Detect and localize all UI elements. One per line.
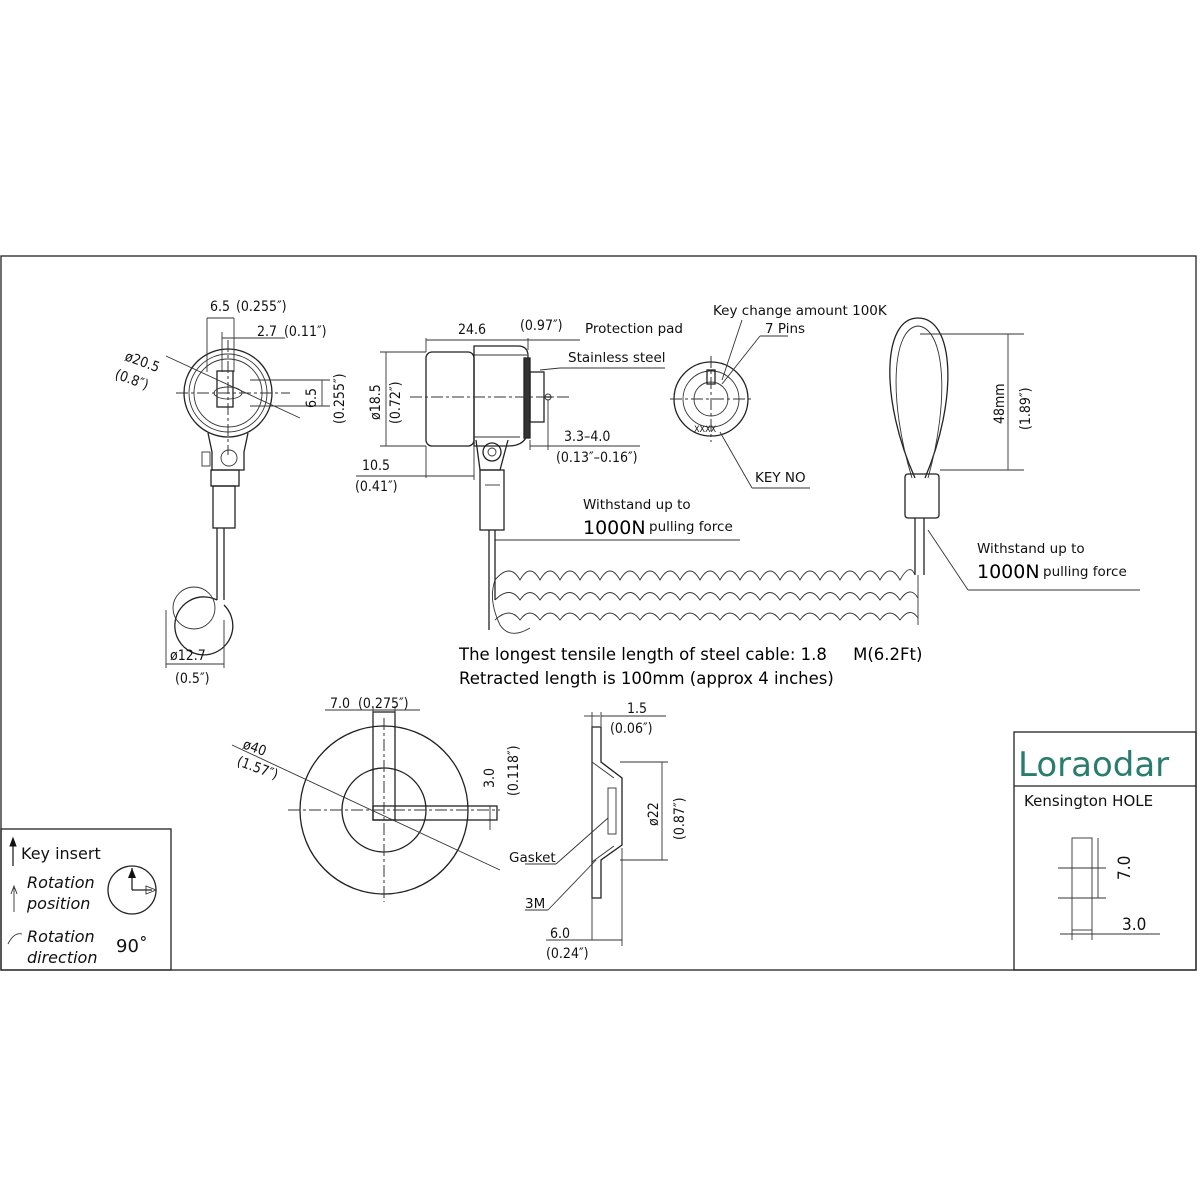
side-length-dim: 24.6 — [458, 322, 486, 338]
top-height-dim-in: (0.255″) — [332, 373, 348, 424]
cable-loop-view: 48mm (1.89″) Withstand up to 1000N pulli… — [889, 317, 1140, 591]
title-block: Loraodar Kensington HOLE 7.0 3.0 — [1013, 731, 1197, 971]
key-xs: XXXX — [694, 425, 717, 435]
plate-dia-dim-in: (1.57″) — [235, 754, 280, 784]
title-subtitle: Kensington HOLE — [1024, 792, 1153, 810]
plate-side-view: 1.5 (0.06″) ø22 (0.87″) Gasket 3M 6.0 (0… — [509, 701, 688, 962]
plate-gap-dim-in: (0.118″) — [506, 745, 522, 796]
side-dia-dim: ø18.5 — [368, 384, 384, 420]
plate-depth-dim-in: (0.24″) — [546, 946, 589, 962]
side-offset-dim: 10.5 — [362, 458, 390, 474]
side-pin-dim: 3.3–4.0 — [564, 429, 610, 445]
key-face-view: Key change amount 100K 7 Pins XXXX KEY N… — [670, 303, 888, 489]
side-dia-dim-in: (0.72″) — [388, 381, 404, 424]
legend-angle: 90˚ — [116, 936, 148, 957]
side-pin-dim-in: (0.13″–0.16″) — [556, 450, 638, 466]
key-change-label: Key change amount 100K — [713, 303, 888, 319]
legend-rotation-direction-1: Rotation — [27, 927, 95, 946]
stainless-steel-label: Stainless steel — [568, 350, 666, 366]
tape-label: 3M — [525, 896, 545, 912]
side-withstand-label: Withstand up to — [583, 497, 691, 513]
plate-depth-dim: 6.0 — [550, 926, 570, 942]
gasket-label: Gasket — [509, 850, 556, 866]
plate-dia-dim: ø40 — [241, 737, 269, 760]
legend-box: Key insert Rotation position Rotation di… — [0, 828, 172, 971]
plate-thick-dim-in: (0.06″) — [610, 721, 653, 737]
plate-front-view: 7.0 (0.275″) ø40 (1.57″) 3.0 (0.118″) — [231, 696, 522, 902]
top-offset-dim: 2.7 — [257, 324, 277, 340]
top-offset-dim-in: (0.11″) — [284, 324, 327, 340]
loop-force-value: 1000N — [977, 561, 1040, 583]
legend-rotation-position-1: Rotation — [27, 873, 95, 892]
loop-height-dim: 48mm — [992, 383, 1008, 424]
side-length-dim-in: (0.97″) — [520, 318, 563, 334]
plate-thick-dim: 1.5 — [627, 701, 647, 717]
plate-dia22-dim: ø22 — [646, 802, 662, 826]
key-no-label: KEY NO — [755, 470, 806, 486]
retracted-note: Retracted length is 100mm (approx 4 inch… — [459, 669, 834, 688]
plate-gap-dim: 3.0 — [482, 768, 498, 788]
tensile-note: The longest tensile length of steel cabl… — [458, 645, 922, 664]
pins-label: 7 Pins — [765, 321, 805, 337]
title-dim-w: 3.0 — [1122, 915, 1146, 935]
plate-slot-dim-in: (0.275″) — [358, 696, 409, 712]
top-width-dim-in: (0.255″) — [236, 299, 287, 315]
legend-rotation-direction-2: direction — [27, 948, 97, 967]
loop-height-dim-in: (1.89″) — [1018, 387, 1034, 430]
drawing-frame — [0, 255, 1197, 971]
legend-rotation-position-2: position — [26, 894, 90, 913]
plate-slot-dim: 7.0 — [330, 696, 350, 712]
legend-key-insert: Key insert — [21, 844, 101, 863]
loop-withstand-label: Withstand up to — [977, 541, 1085, 557]
title-dim-h: 7.0 — [1115, 856, 1135, 880]
top-view: 6.5 (0.255″) 2.7 (0.11″) ø20.5 (0.8″) 6.… — [113, 299, 348, 687]
side-view: 24.6 (0.97″) Protection pad Stainless st… — [355, 318, 919, 634]
top-height-dim: 6.5 — [304, 388, 320, 408]
side-force-text: pulling force — [649, 519, 733, 535]
protection-pad-label: Protection pad — [585, 321, 683, 337]
side-offset-dim-in: (0.41″) — [355, 479, 398, 495]
side-force-value: 1000N — [583, 517, 646, 539]
plate-dia22-dim-in: (0.87″) — [672, 797, 688, 840]
brand-logo: Loraodar — [1018, 745, 1169, 785]
top-width-dim: 6.5 — [210, 299, 230, 315]
top-loop-dim-in: (0.5″) — [175, 671, 210, 687]
loop-force-text: pulling force — [1043, 564, 1127, 580]
top-loop-dim: ø12.7 — [170, 648, 206, 664]
